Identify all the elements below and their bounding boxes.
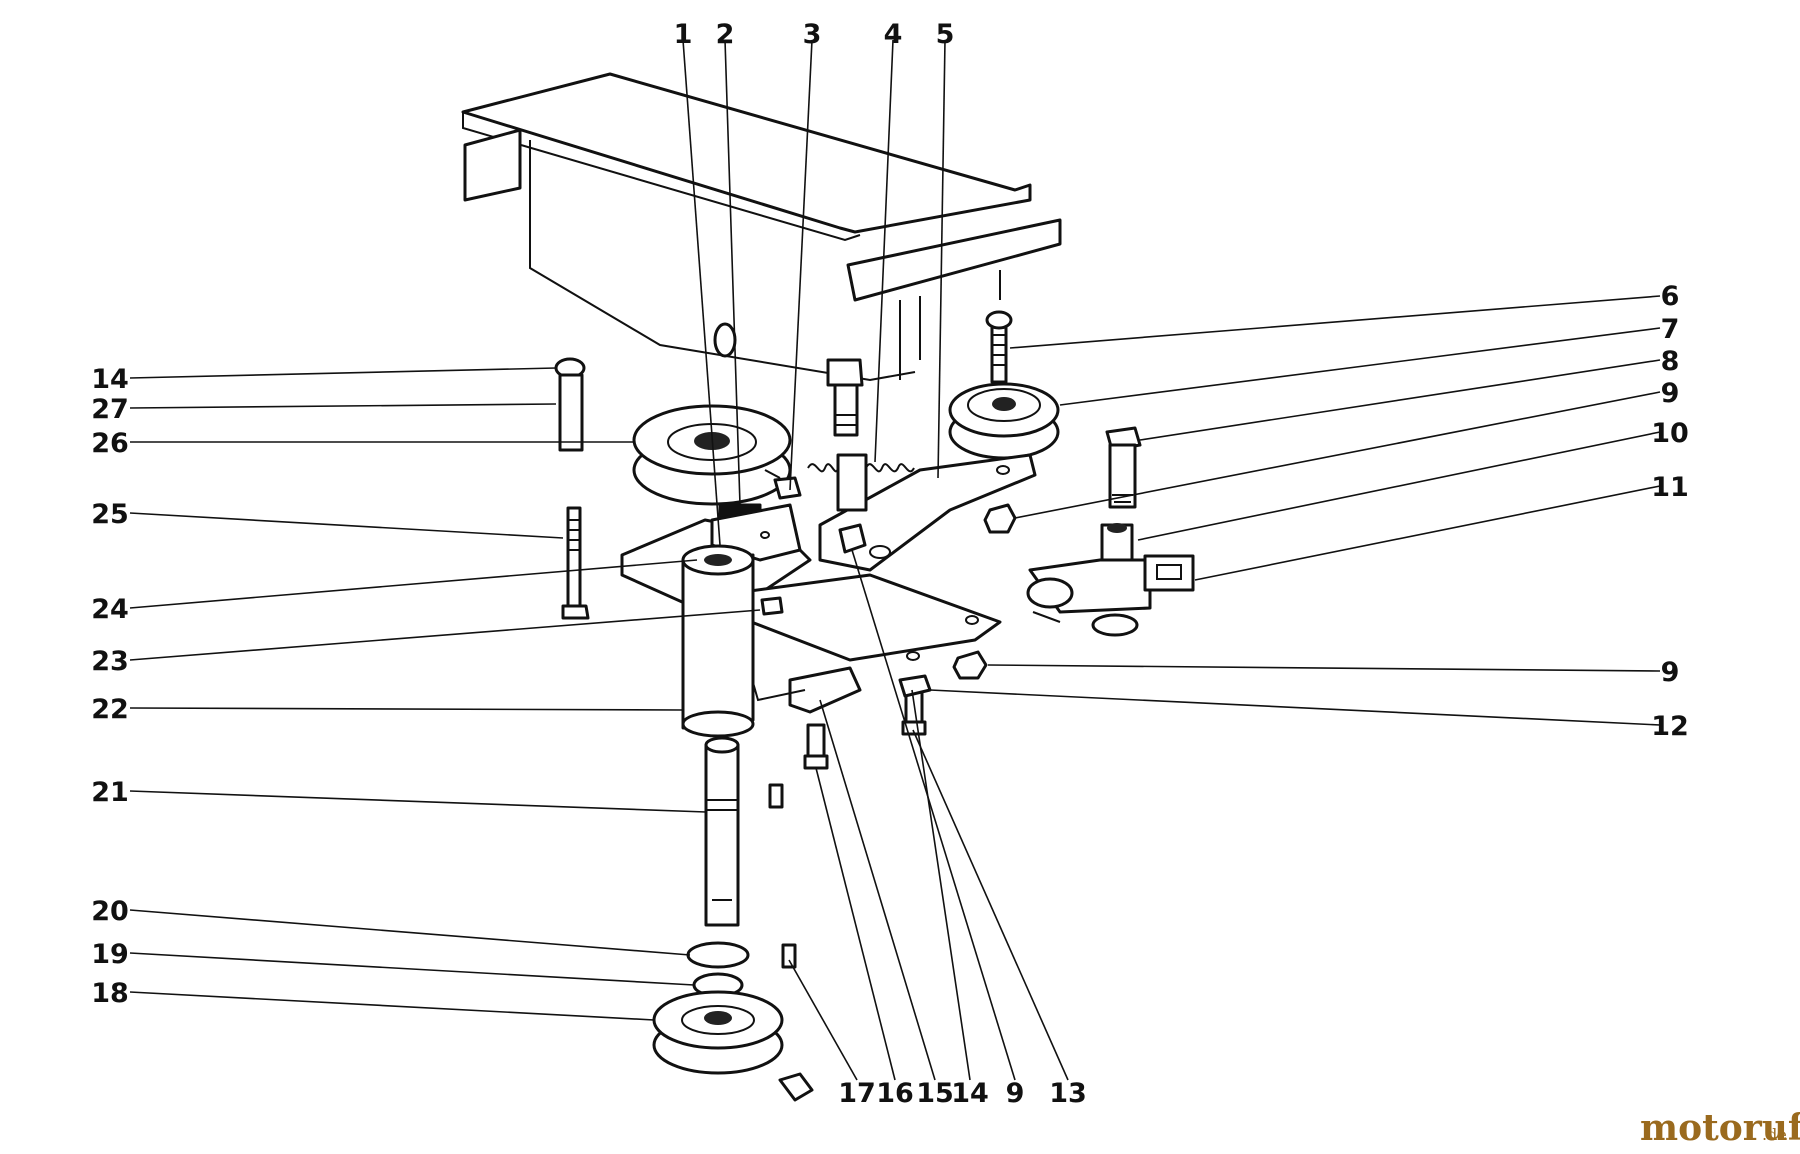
callout-24: 24 [91, 594, 129, 625]
callout-5: 5 [936, 19, 955, 50]
bottom-bolts [803, 674, 932, 770]
callout-9b: 9 [1661, 657, 1680, 688]
callout-17: 17 [838, 1078, 876, 1109]
callout-6: 6 [1661, 281, 1680, 312]
callout-23: 23 [91, 646, 129, 677]
callout-10: 10 [1651, 418, 1689, 449]
callout-1: 1 [674, 19, 693, 50]
spring-and-center-bolt [807, 358, 915, 554]
spindle-housing [681, 544, 755, 738]
callout-16: 16 [876, 1078, 914, 1109]
callout-15: 15 [916, 1078, 954, 1109]
callout-9c: 9 [1006, 1078, 1025, 1109]
right-idler-arm-assembly [1026, 426, 1195, 637]
mower-deck-housing [461, 72, 1062, 382]
callout-14b: 14 [951, 1078, 989, 1109]
callout-7: 7 [1661, 314, 1680, 345]
spindle-shaft [704, 736, 784, 927]
callout-22: 22 [91, 694, 129, 725]
long-bolt [561, 506, 590, 620]
callout-13: 13 [1049, 1078, 1087, 1109]
lower-pulley-and-bearings [652, 941, 814, 1102]
callout-26: 26 [91, 428, 129, 459]
watermark-logo: motoruf .de [1640, 1107, 1800, 1149]
callout-27: 27 [91, 394, 129, 425]
leader-lines [129, 39, 1661, 1081]
callout-18: 18 [91, 978, 129, 1009]
right-pulley [948, 310, 1060, 460]
watermark-suffix: .de [1762, 1125, 1787, 1144]
callout-25: 25 [91, 499, 129, 530]
callout-20: 20 [91, 896, 129, 927]
callout-21: 21 [91, 777, 129, 808]
callout-4: 4 [884, 19, 903, 50]
callout-9a: 9 [1661, 378, 1680, 409]
left-pulley [554, 357, 792, 506]
callout-3: 3 [803, 19, 822, 50]
callout-2: 2 [716, 19, 735, 50]
callout-8: 8 [1661, 346, 1680, 377]
callout-11: 11 [1651, 472, 1689, 503]
watermark-name: motoruf [1640, 1107, 1800, 1149]
callout-12: 12 [1651, 711, 1689, 742]
hex-nuts-right [952, 503, 1017, 680]
callout-19: 19 [91, 939, 129, 970]
callout-labels: 1 2 3 4 5 6 7 8 9 10 11 9 12 14 27 26 25… [91, 19, 1689, 1109]
callout-14a: 14 [91, 364, 129, 395]
